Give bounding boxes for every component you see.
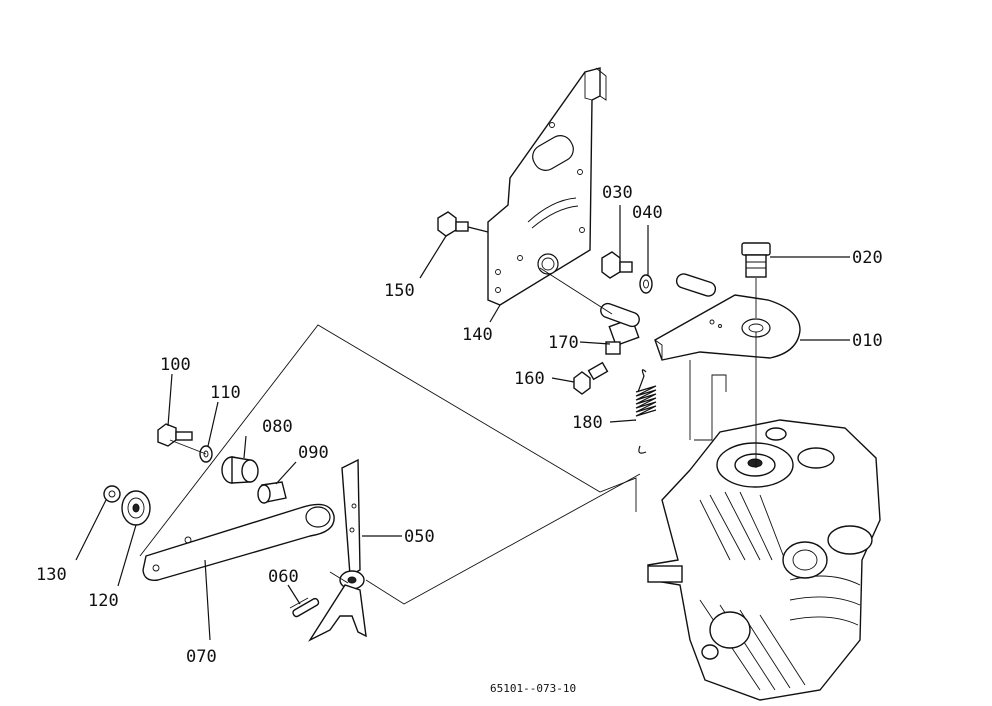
bushing-080 <box>221 456 259 484</box>
bushing-090 <box>257 481 287 504</box>
label-160: 160 <box>514 369 545 389</box>
pin-060 <box>292 597 320 618</box>
label-090: 090 <box>298 443 329 463</box>
bearing-120 <box>121 490 151 526</box>
bolt-160 <box>573 361 609 395</box>
bolt-030 <box>601 251 633 279</box>
bolt-100 <box>157 423 193 447</box>
label-060: 060 <box>268 567 299 587</box>
label-140: 140 <box>462 325 493 345</box>
label-130: 130 <box>36 565 67 585</box>
label-020: 020 <box>852 248 883 268</box>
pin-sleeve <box>600 302 640 328</box>
callout-leaders <box>75 205 850 641</box>
transmission-housing <box>647 419 881 701</box>
drawing-code: 65101--073-10 <box>490 682 576 695</box>
label-030: 030 <box>602 183 633 203</box>
label-100: 100 <box>160 355 191 375</box>
label-170: 170 <box>548 333 579 353</box>
label-010: 010 <box>852 331 883 351</box>
bracket-140 <box>487 67 607 306</box>
bolt-150 <box>437 211 489 237</box>
assembly-lines <box>139 267 757 609</box>
part-labels: 020 010 030 040 150 140 170 160 180 100 … <box>36 183 883 695</box>
label-150: 150 <box>384 281 415 301</box>
spring-180 <box>635 369 657 454</box>
arm-070 <box>142 503 335 581</box>
label-070: 070 <box>186 647 217 667</box>
washer-040 <box>639 274 653 294</box>
nut-130 <box>103 485 121 503</box>
label-110: 110 <box>210 383 241 403</box>
label-120: 120 <box>88 591 119 611</box>
bolt-020 <box>741 242 771 278</box>
label-180: 180 <box>572 413 603 433</box>
label-040: 040 <box>632 203 663 223</box>
label-050: 050 <box>404 527 435 547</box>
plate-010 <box>654 273 801 361</box>
lever-050 <box>308 458 367 642</box>
label-080: 080 <box>262 417 293 437</box>
